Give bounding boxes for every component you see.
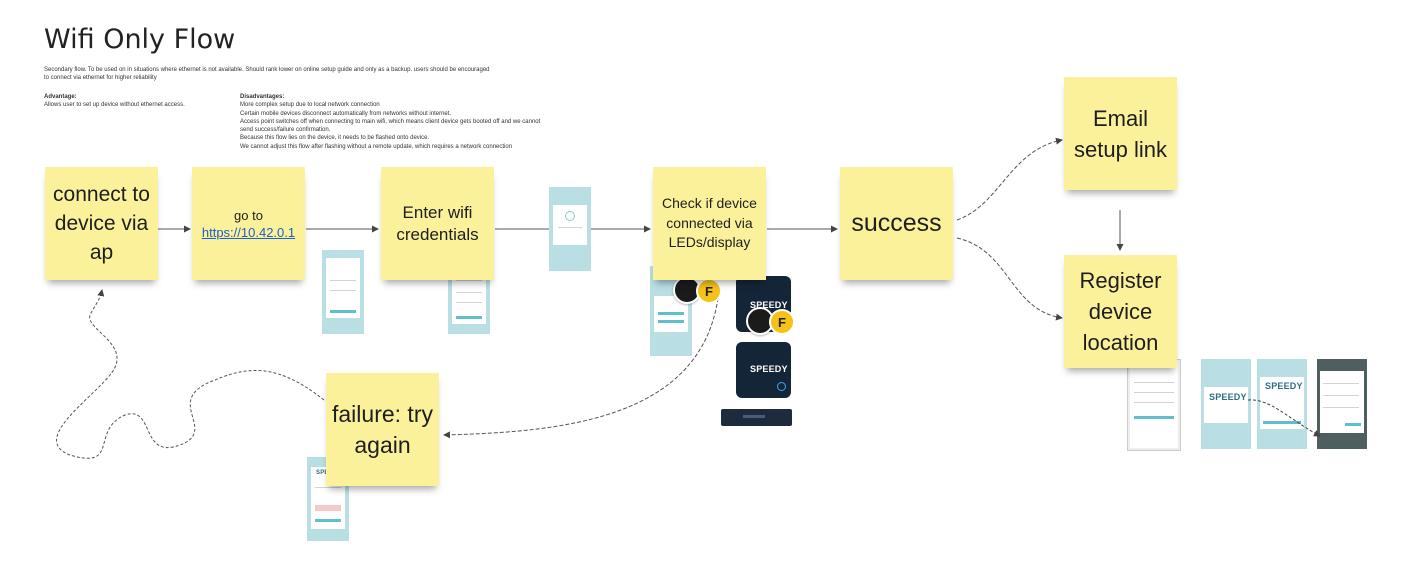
- speedy-logo: SPEEDY: [1209, 392, 1247, 402]
- disadvantages-block: Disadvantages: More complex setup due to…: [240, 93, 560, 151]
- sticky-success[interactable]: success: [840, 167, 953, 280]
- spinner-icon: [565, 211, 575, 221]
- advantage-text: Allows user to set up device without eth…: [44, 102, 185, 109]
- page-title: Wifi Only Flow: [44, 24, 236, 55]
- speedy-logo: SPEEDY: [1265, 381, 1303, 391]
- register-form-mockup[interactable]: [1127, 359, 1181, 451]
- sticky-connect-text: connect to device via ap: [53, 183, 150, 264]
- disadvantage-line: Because this flow lies on the device, it…: [240, 135, 430, 142]
- sticky-register-text: Register device location: [1079, 268, 1162, 355]
- sticky-goto-address[interactable]: go to https://10.42.0.1: [192, 167, 305, 280]
- arrow-success-email: [956, 137, 1063, 221]
- disadvantage-line: Access point switches off when connectin…: [240, 118, 541, 125]
- description: Secondary flow. To be used on in situati…: [44, 66, 514, 83]
- sticky-connect-ap[interactable]: connect to device via ap: [45, 167, 158, 280]
- disadvantage-line: More complex setup due to local network …: [240, 102, 380, 109]
- speedy-logo: SPEEDY: [750, 364, 788, 374]
- disadvantage-line: send success/failure confirmation.: [240, 127, 331, 134]
- error-banner: [315, 505, 341, 511]
- sticky-success-text: success: [851, 209, 942, 237]
- register-location-mockup[interactable]: SPEEDY: [1257, 359, 1307, 449]
- sticky-goto-prefix: go to: [234, 207, 263, 223]
- device-display-2[interactable]: SPEEDY: [736, 342, 791, 398]
- arrow-success-register: [956, 237, 1063, 321]
- phone-mockup-goto[interactable]: [322, 250, 364, 334]
- advantage-block: Advantage: Allows user to set up device …: [44, 93, 224, 110]
- user-initial-badge[interactable]: F: [769, 309, 795, 335]
- description-line: to connect via ethernet for higher relia…: [44, 75, 157, 82]
- sticky-enter-wifi[interactable]: Enter wifi credentials: [381, 167, 494, 280]
- arrow-failure-connect: [56, 289, 325, 459]
- sticky-enter-wifi-text: Enter wifi credentials: [396, 202, 479, 244]
- sticky-email-setup[interactable]: Email setup link: [1064, 77, 1177, 190]
- sticky-failure-text: failure: try again: [332, 400, 433, 458]
- sticky-check-device[interactable]: Check if device connected via LEDs/displ…: [653, 167, 766, 280]
- register-address-mockup[interactable]: [1317, 359, 1367, 449]
- arrow-check-failure: [443, 297, 719, 439]
- speedy-logo: SPEEDY: [750, 300, 788, 310]
- sticky-failure[interactable]: failure: try again: [326, 373, 439, 486]
- disadvantage-line: Certain mobile devices disconnect automa…: [240, 110, 452, 117]
- phone-mockup-connecting[interactable]: [549, 187, 591, 271]
- register-success-mockup[interactable]: SPEEDY: [1201, 359, 1251, 449]
- disadvantages-heading: Disadvantages:: [240, 94, 285, 100]
- description-line: Secondary flow. To be used on in situati…: [44, 67, 490, 73]
- goto-link[interactable]: https://10.42.0.1: [201, 224, 296, 240]
- user-initial-badge[interactable]: F: [696, 278, 722, 304]
- advantage-heading: Advantage:: [44, 94, 77, 100]
- led-indicator-icon: [777, 382, 786, 391]
- sticky-register-location[interactable]: Register device location: [1064, 255, 1177, 368]
- disadvantage-line: We cannot adjust this flow after flashin…: [240, 143, 513, 150]
- sticky-email-text: Email setup link: [1074, 105, 1167, 162]
- router-device-image: [721, 409, 792, 426]
- sticky-check-text: Check if device connected via LEDs/displ…: [662, 195, 757, 251]
